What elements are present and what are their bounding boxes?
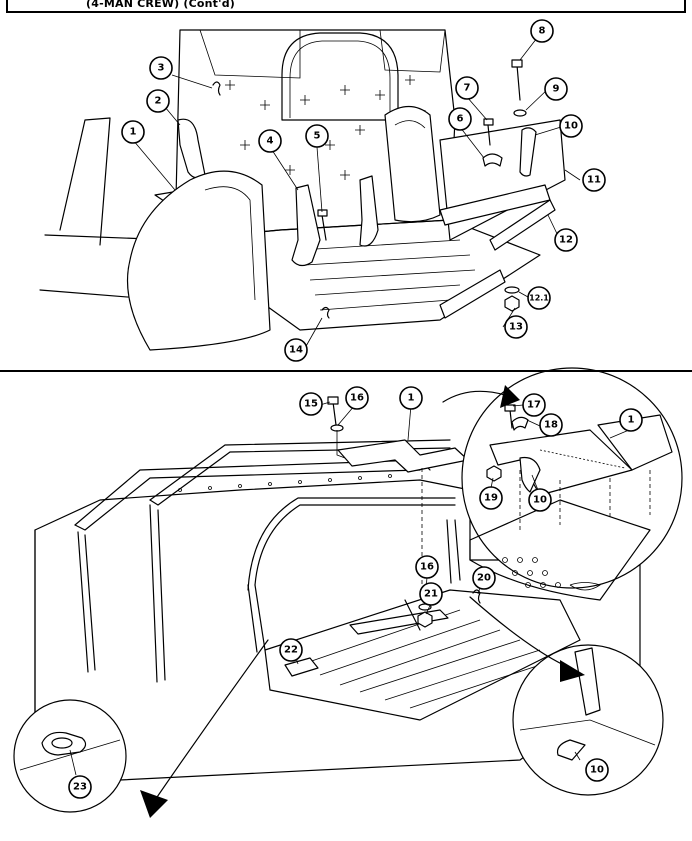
callout-3: 3: [149, 56, 173, 80]
callout-10-detail: 10: [528, 488, 552, 512]
callout-6: 6: [448, 107, 472, 131]
callout-12-1: 12.1: [527, 286, 551, 310]
header-box: [6, 0, 686, 13]
callout-8: 8: [530, 19, 554, 43]
callout-label: 1: [408, 393, 415, 404]
callout-label: 5: [314, 131, 321, 142]
bottom-panel-drawing: [13, 367, 683, 818]
callout-4: 4: [258, 129, 282, 153]
panel-divider: [0, 370, 692, 372]
callout-label: 6: [457, 114, 464, 125]
callout-10-bottom: 10: [585, 758, 609, 782]
callout-label: 13: [509, 322, 523, 333]
callout-label: 21: [424, 589, 438, 600]
callout-label: 2: [155, 96, 162, 107]
callout-label: 1: [130, 127, 137, 138]
callout-11: 11: [582, 168, 606, 192]
callout-label: 11: [587, 175, 601, 186]
callout-19: 19: [479, 486, 503, 510]
callout-22: 22: [279, 638, 303, 662]
callout-label: 20: [477, 573, 491, 584]
callout-17: 17: [522, 393, 546, 417]
callout-14: 14: [284, 338, 308, 362]
callout-16-top: 16: [345, 386, 369, 410]
callout-label: 7: [464, 83, 471, 94]
callout-label: 12.1: [529, 294, 549, 303]
top-panel-drawing: [39, 29, 566, 351]
callout-20: 20: [472, 566, 496, 590]
callout-label: 16: [420, 562, 434, 573]
callout-1-detail: 1: [619, 408, 643, 432]
top-leaders: [132, 37, 581, 349]
callout-5: 5: [305, 124, 329, 148]
callout-1-top: 1: [121, 120, 145, 144]
callout-label: 17: [527, 400, 541, 411]
callout-12: 12: [554, 228, 578, 252]
callout-16-bottom: 16: [415, 555, 439, 579]
callout-9: 9: [544, 77, 568, 101]
callout-label: 10: [533, 495, 547, 506]
callout-label: 19: [484, 493, 498, 504]
callout-1-bottom: 1: [399, 386, 423, 410]
callout-21: 21: [419, 582, 443, 606]
callout-label: 1: [628, 415, 635, 426]
callout-label: 14: [289, 345, 303, 356]
callout-label: 18: [544, 420, 558, 431]
callout-23: 23: [68, 775, 92, 799]
callout-label: 4: [267, 136, 274, 147]
callout-label: 22: [284, 645, 298, 656]
callout-label: 8: [539, 26, 546, 37]
callout-7: 7: [455, 76, 479, 100]
page-title: (4-MAN CREW) (Cont'd): [86, 0, 236, 10]
callout-label: 9: [553, 84, 560, 95]
callout-label: 3: [158, 63, 165, 74]
callout-label: 10: [590, 765, 604, 776]
callout-label: 16: [350, 393, 364, 404]
callout-2: 2: [146, 89, 170, 113]
callout-13: 13: [504, 315, 528, 339]
callout-18: 18: [539, 413, 563, 437]
callout-label: 10: [564, 121, 578, 132]
callout-10-top: 10: [559, 114, 583, 138]
callout-label: 15: [304, 399, 318, 410]
callout-label: 12: [559, 235, 573, 246]
callout-label: 23: [73, 782, 87, 793]
callout-15: 15: [299, 392, 323, 416]
